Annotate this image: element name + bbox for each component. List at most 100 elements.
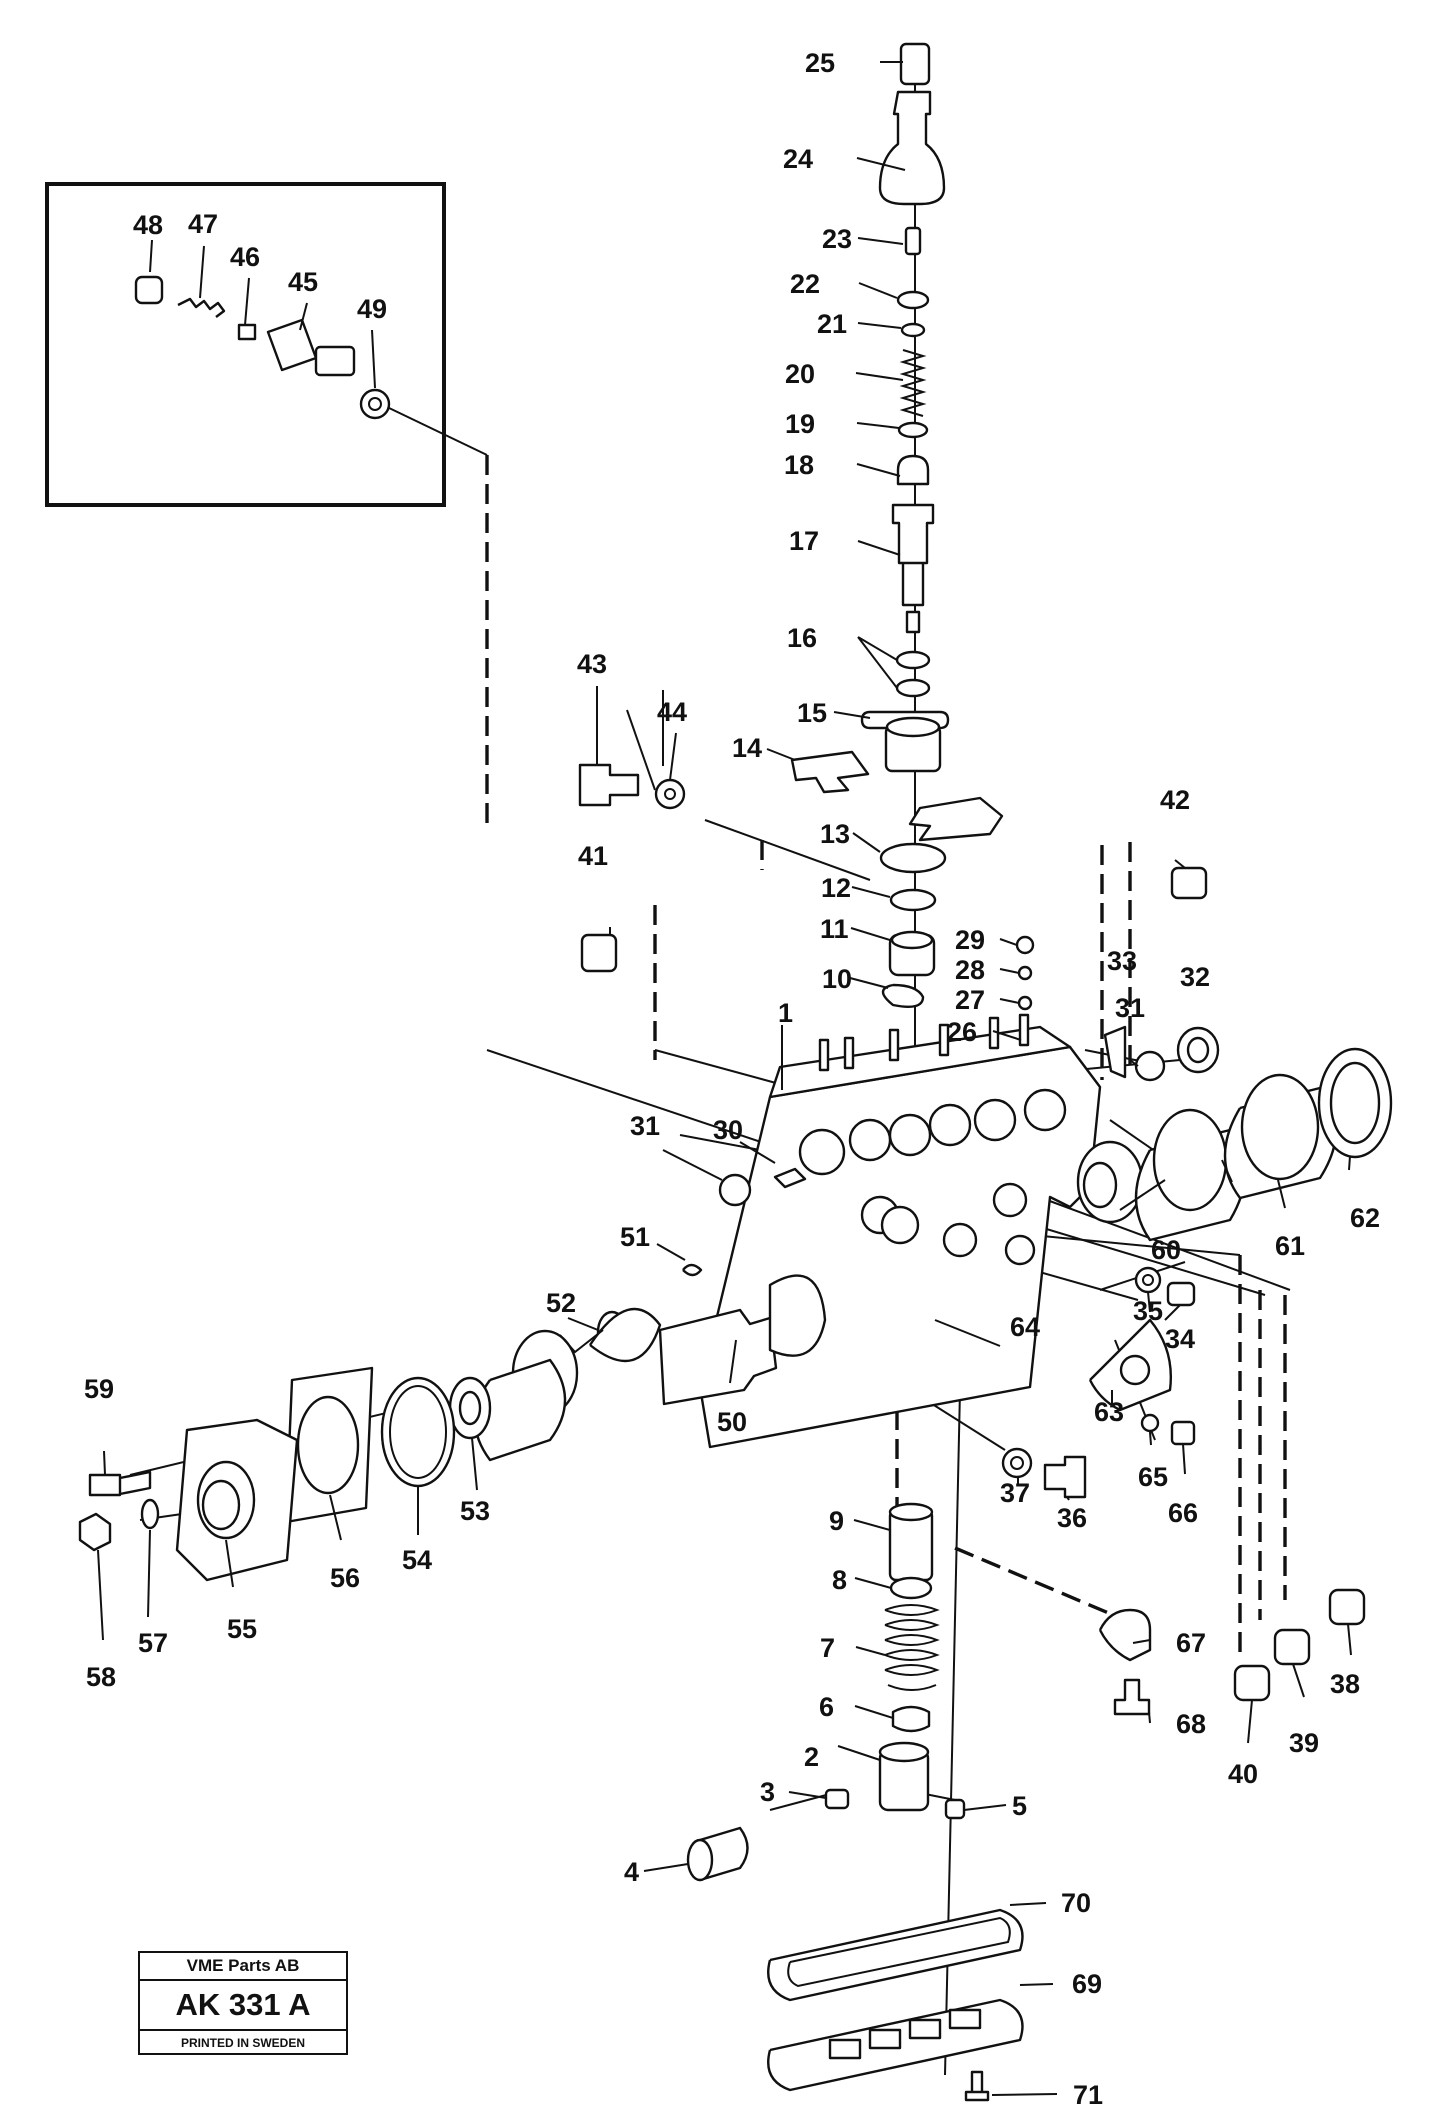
part-58-nut [78,1512,112,1552]
part-57-washer [140,1498,160,1530]
label-part-23: 23 [822,224,852,254]
part-34-screw [1166,1281,1196,1307]
label-part-40: 40 [1228,1759,1258,1789]
part-22-washer [896,290,930,310]
upper-side-parts [578,763,1220,1082]
part-41-plug [580,933,618,973]
label-part-29: 29 [955,925,985,955]
part-19-washer [897,421,929,439]
delivery-valve-stack [790,42,1004,1008]
label-part-24: 24 [783,144,813,174]
lower-right-parts [1001,1266,1366,1716]
part-71-screw [964,2070,990,2102]
part-6-spring-seat [891,1705,931,1733]
label-part-55: 55 [227,1614,257,1644]
part-36-plug [1043,1455,1087,1499]
camshaft-right-parts [1076,1047,1393,1242]
label-part-25: 25 [805,48,835,78]
part-13-o-ring [879,842,947,874]
label-part-61: 61 [1275,1231,1305,1261]
document-stamp: VME Parts AB AK 331 A PRINTED IN SWEDEN [138,1951,348,2055]
part-30-pin [773,1167,807,1189]
part-8-spring-seat [889,1576,933,1600]
part-70-gasket [767,1908,1024,2002]
label-part-19: 19 [785,409,815,439]
label-part-14: 14 [732,733,762,763]
label-part-1: 1 [778,998,793,1028]
part-49-washer [359,388,391,420]
part-23-pin [904,226,922,256]
label-part-27: 27 [955,985,985,1015]
label-part-8: 8 [832,1565,847,1595]
label-part-18: 18 [784,450,814,480]
part-54-o-ring [380,1376,456,1488]
part-66-screw [1170,1420,1196,1446]
stamp-company: VME Parts AB [140,1953,346,1981]
part-47-spring [177,297,226,318]
label-part-28: 28 [955,955,985,985]
part-46-valve [237,323,257,341]
label-part-70: 70 [1061,1888,1091,1918]
roller-tappet-parts [686,1502,966,1882]
part-35-washer [1134,1266,1162,1294]
label-part-34: 34 [1165,1324,1195,1354]
label-part-32: 32 [1180,962,1210,992]
label-part-67: 67 [1176,1628,1206,1658]
part-31-key-lower [718,1173,752,1207]
label-part-11: 11 [820,914,849,944]
label-part-37: 37 [1000,1478,1030,1508]
part-25-cap [899,42,931,86]
part-14-clip-left [790,750,870,794]
label-part-3: 3 [760,1777,775,1807]
part-33-key [1103,1025,1127,1079]
part-7-spring [884,1604,940,1691]
part-10-circlip [881,983,925,1008]
part-27-washer [1017,995,1033,1011]
part-17-valve-seat [891,503,935,607]
label-part-13: 13 [820,819,850,849]
part-68-screw [1113,1678,1151,1716]
part-37-washer [1001,1447,1033,1479]
part-24-holder [878,90,946,206]
part-12-washer [889,888,937,912]
label-part-47: 47 [188,209,218,239]
label-part-46: 46 [230,242,260,272]
part-42-plug [1170,866,1208,900]
label-part-56: 56 [330,1563,360,1593]
label-part-54: 54 [402,1545,432,1575]
label-part-48: 48 [133,210,163,240]
label-part-22: 22 [790,269,820,299]
part-59-screw [88,1470,152,1497]
callout-leader-lines [97,61,1352,2096]
label-part-30: 30 [713,1115,743,1145]
label-part-12: 12 [821,873,851,903]
label-part-39: 39 [1289,1728,1319,1758]
part-28-washer [1017,965,1033,981]
label-part-31-lower: 31 [630,1111,660,1141]
label-part-5: 5 [1012,1791,1027,1821]
label-part-65: 65 [1138,1462,1168,1492]
part-20-spring [899,349,927,417]
part-16-ring-upper [895,650,931,670]
part-21-washer [900,322,926,338]
label-part-10: 10 [822,964,852,994]
label-part-26: 26 [947,1017,977,1047]
label-part-35: 35 [1133,1296,1163,1326]
label-part-31-upper: 31 [1115,993,1145,1023]
label-part-6: 6 [819,1692,834,1722]
label-part-51: 51 [620,1222,650,1252]
callout-labels: 1 2 3 4 5 6 7 8 9 10 11 12 13 14 15 16 1… [84,48,1380,2110]
part-18-valve [896,454,930,486]
part-44-washer [654,778,686,810]
label-part-49: 49 [357,294,387,324]
stamp-printed: PRINTED IN SWEDEN [180,2036,305,2050]
camshaft-left-parts [78,1274,827,1582]
part-14-clip-right [908,796,1004,842]
label-part-21: 21 [817,309,847,339]
part-29-nut [1015,935,1035,955]
label-part-2: 2 [804,1742,819,1772]
part-45-thread [314,345,356,377]
label-part-43: 43 [577,649,607,679]
